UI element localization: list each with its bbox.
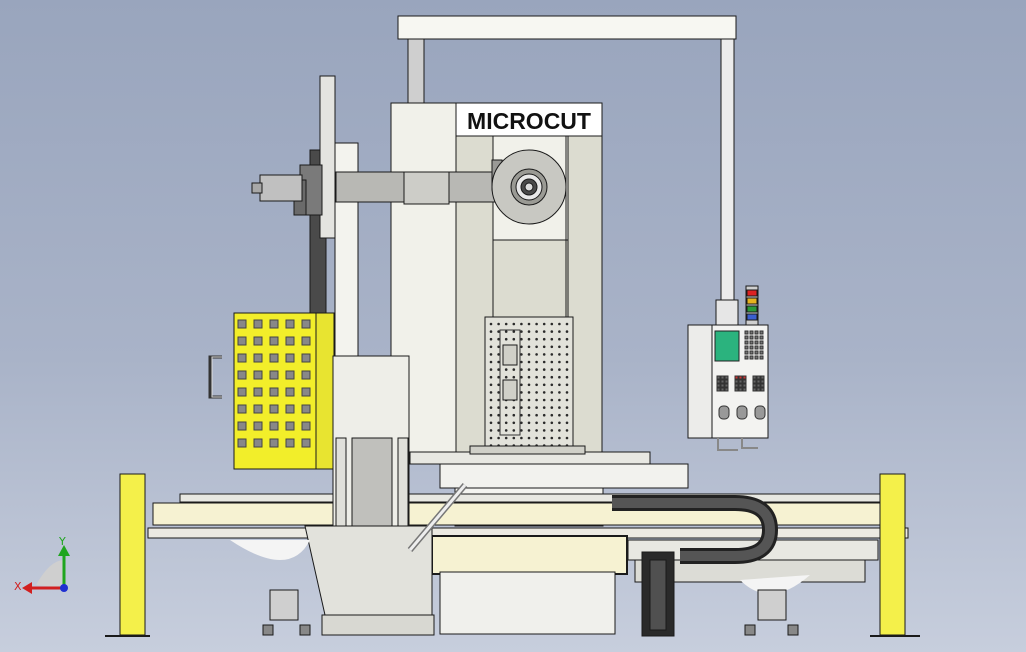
- bed-rails: [147, 493, 909, 635]
- brand-label: MICROCUT: [467, 108, 591, 134]
- perforated-plate: [484, 316, 574, 453]
- overhead-gantry: [397, 15, 739, 327]
- cable-chain: [612, 495, 779, 637]
- spindle-arm: [335, 149, 567, 225]
- coordinate-triad: [22, 545, 70, 594]
- saddle: [304, 355, 468, 636]
- y-axis-label: Y: [58, 535, 66, 548]
- leveling-feet: [230, 540, 810, 636]
- x-axis-label: X: [14, 580, 22, 593]
- safety-posts: [105, 473, 920, 637]
- yellow-guard: [208, 312, 335, 470]
- control-pendant: [687, 285, 769, 451]
